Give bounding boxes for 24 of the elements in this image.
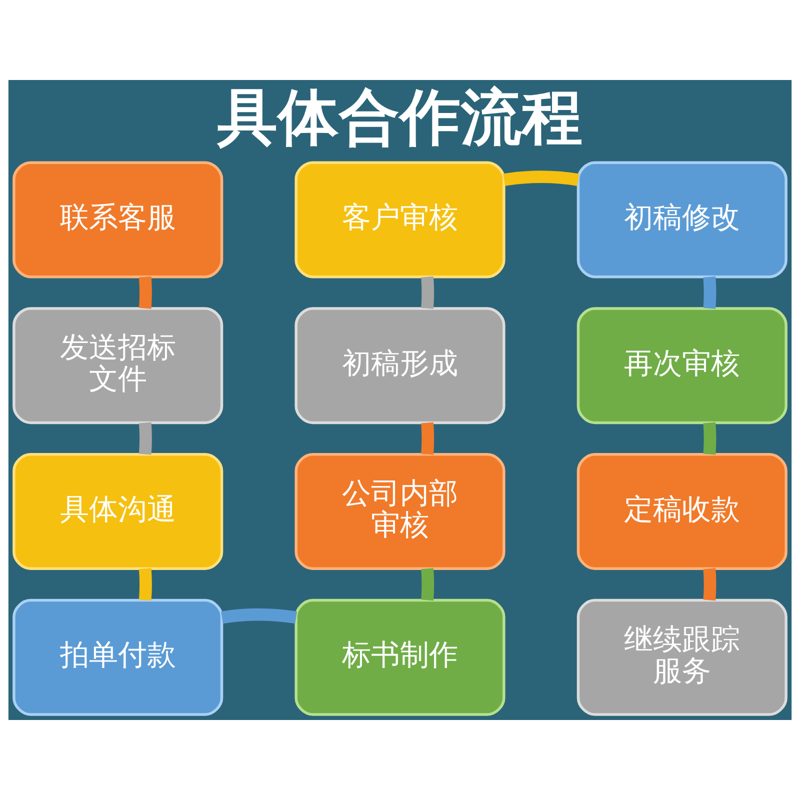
node-box: 发送招标文件 — [12, 307, 224, 424]
connector — [138, 568, 152, 601]
connector — [703, 422, 716, 455]
node-box: 联系客服 — [12, 161, 224, 278]
node-box: 继续跟踪服务 — [576, 598, 788, 716]
node-box: 初稿形成 — [294, 307, 506, 424]
node-box: 标书制作 — [294, 598, 506, 716]
connector — [703, 568, 716, 601]
connector — [421, 276, 434, 309]
node-box: 拍单付款 — [12, 598, 224, 716]
node-box: 客户审核 — [294, 161, 506, 278]
node-box: 再次审核 — [576, 307, 788, 424]
connector — [421, 568, 434, 601]
connector — [138, 276, 152, 309]
node-box: 定稿收款 — [576, 452, 788, 570]
diagram-title: 具体合作流程 — [216, 83, 583, 154]
connector — [221, 608, 297, 624]
connector — [503, 170, 580, 186]
connector — [421, 422, 434, 455]
node-box: 初稿修改 — [576, 161, 788, 278]
connector — [703, 276, 716, 309]
connector — [138, 422, 152, 455]
node-box: 具体沟通 — [12, 452, 224, 570]
node-box: 公司内部审核 — [294, 452, 506, 570]
